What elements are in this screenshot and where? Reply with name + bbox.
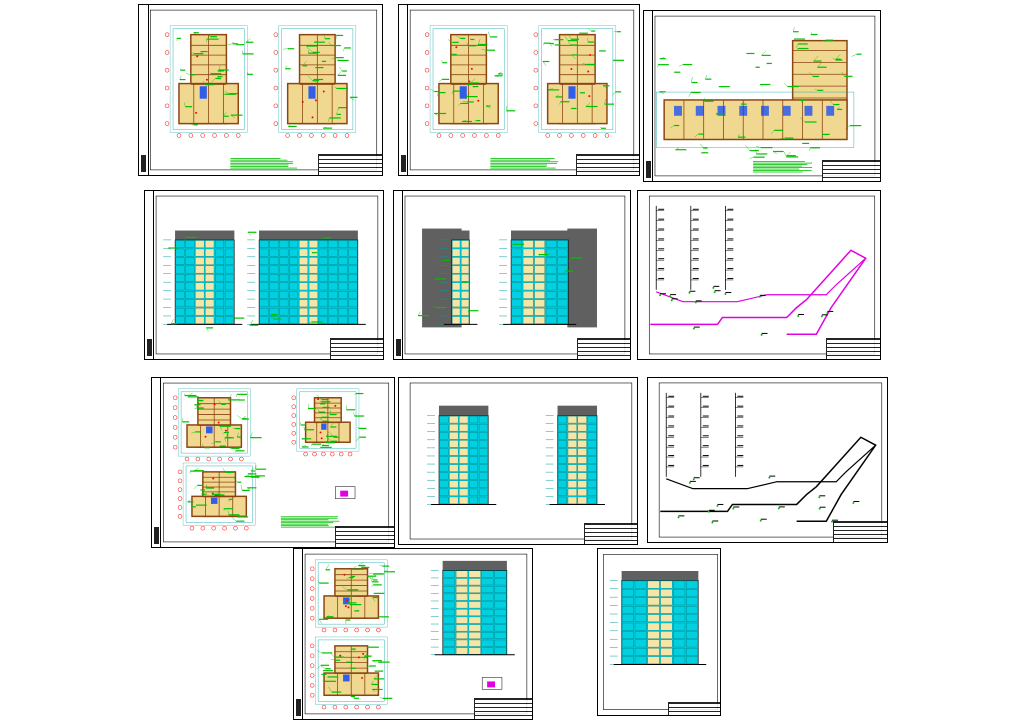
title-block — [575, 153, 639, 175]
title-block — [577, 337, 630, 359]
sheet-margin — [152, 378, 162, 547]
title-block — [833, 521, 887, 542]
title-block — [473, 697, 532, 719]
drawing-sheet-10[interactable] — [293, 548, 533, 720]
sheet-margin — [294, 549, 304, 719]
sheet-margin — [399, 5, 409, 175]
floor-plan-wide — [654, 15, 876, 177]
drawing-sheet-6[interactable] — [637, 190, 881, 360]
building-facade-single — [603, 554, 718, 710]
floor-plans-pair — [409, 9, 635, 171]
plans-and-facade — [304, 553, 528, 715]
title-block — [583, 523, 637, 544]
sheet-margin — [394, 191, 404, 359]
drawing-sheet-1[interactable] — [138, 4, 383, 176]
floor-plans-pair — [150, 9, 378, 171]
drawing-sheet-3[interactable] — [643, 10, 881, 182]
drawing-sheet-7[interactable] — [151, 377, 395, 548]
drawing-sheet-8[interactable] — [398, 377, 638, 545]
drawing-sheet-11[interactable] — [597, 548, 721, 716]
piping-axonometric — [648, 195, 876, 355]
piping-axonometric — [658, 382, 883, 538]
drawing-sheet-2[interactable] — [398, 4, 640, 176]
title-block — [822, 159, 880, 181]
title-block — [317, 153, 382, 175]
drawing-sheet-4[interactable] — [144, 190, 384, 360]
title-block — [667, 702, 720, 715]
plans-detail — [162, 382, 390, 543]
building-facades — [155, 195, 379, 355]
building-facades-dark — [404, 195, 626, 355]
title-block — [329, 337, 383, 359]
sheet-margin — [139, 5, 149, 175]
drawing-sheet-5[interactable] — [393, 190, 631, 360]
title-block — [825, 337, 880, 359]
sheet-margin — [145, 191, 155, 359]
title-block — [334, 525, 394, 547]
drawing-sheet-9[interactable] — [647, 377, 888, 543]
building-facades — [409, 382, 633, 540]
sheet-margin — [644, 11, 654, 181]
